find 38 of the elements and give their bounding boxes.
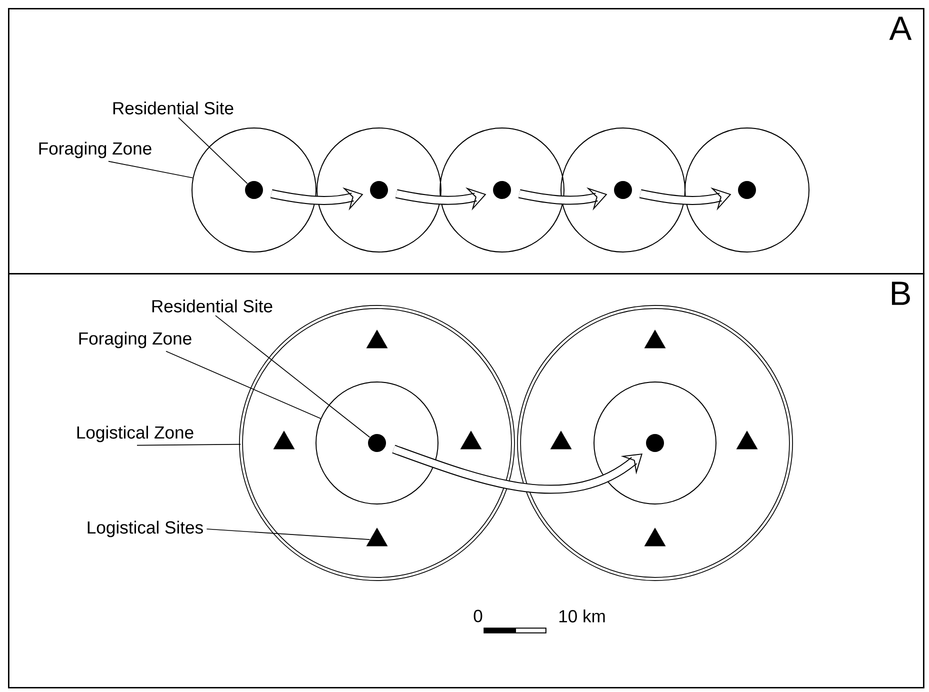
site-triangle [273, 430, 295, 450]
site-triangle [460, 430, 482, 450]
callout-label: Logistical Sites [88, 520, 203, 538]
site-dot [368, 434, 386, 452]
callout-label: Residential Site [113, 102, 234, 114]
zone-circle [316, 382, 438, 504]
zone-circle [560, 128, 686, 252]
zone-circle [440, 128, 564, 252]
arrow [392, 444, 642, 494]
zone-circle [594, 382, 716, 504]
site-triangle [644, 330, 666, 348]
scale-label: 0 [474, 610, 482, 622]
site-dot [738, 181, 756, 199]
leader-line [166, 350, 322, 419]
site-dot [646, 434, 664, 452]
scale-label: 10 km [559, 610, 605, 622]
site-dot [614, 181, 632, 199]
callout-label: Residential Site [152, 300, 272, 312]
leader-line [215, 315, 370, 438]
zone-circle [316, 128, 442, 252]
leader-line [178, 117, 248, 184]
site-triangle [644, 528, 666, 546]
zone-circle [684, 128, 810, 252]
leader-line [108, 160, 194, 178]
site-dot [493, 181, 511, 199]
site-triangle [366, 330, 388, 348]
callout-label: Foraging Zone [79, 332, 192, 348]
site-triangle [736, 430, 758, 450]
zone-circle [192, 128, 316, 252]
leader-line [206, 528, 370, 540]
zone-circle [517, 305, 793, 581]
site-dot [245, 181, 263, 199]
callout-label: Foraging Zone [39, 142, 152, 158]
site-dot [370, 181, 388, 199]
callout-label: Logistical Zone [77, 426, 194, 442]
leader-line [136, 444, 242, 446]
site-triangle [550, 430, 572, 450]
site-triangle [366, 528, 388, 546]
